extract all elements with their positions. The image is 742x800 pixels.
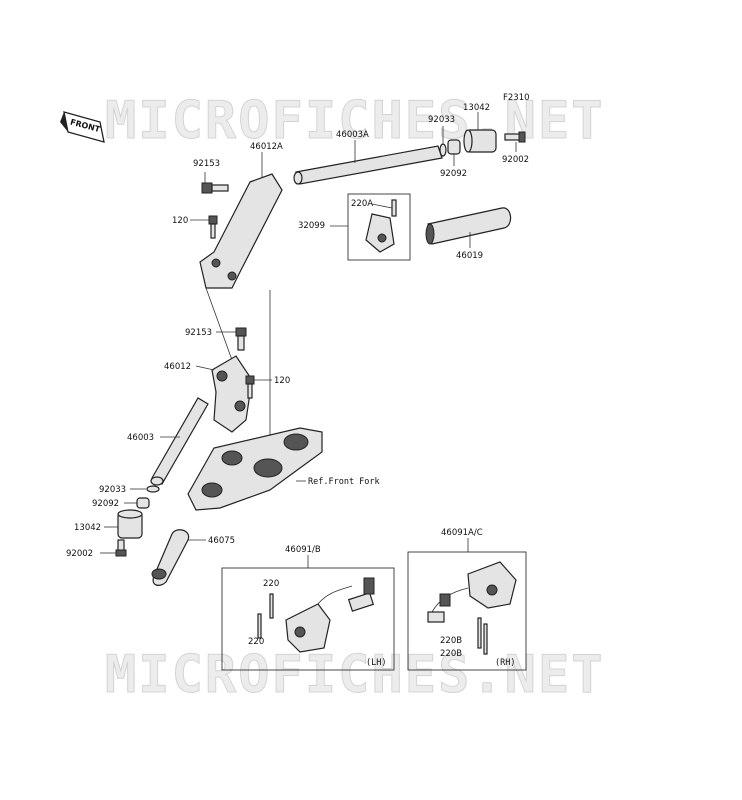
- screw-92002-low: [100, 539, 127, 557]
- bolt-120-top: [190, 215, 218, 239]
- label-13042-low: 13042: [74, 523, 101, 533]
- weight-13042-low: [104, 509, 143, 539]
- handlebar-tube-lower: [150, 397, 209, 486]
- label-lh: (LH): [366, 658, 386, 668]
- label-92092-top: 92092: [440, 169, 467, 179]
- bolt-120-mid: [245, 375, 272, 399]
- label-120-top: 120: [172, 216, 188, 226]
- upper-triple-clamp: [187, 427, 323, 511]
- rh-switch-housing: [427, 561, 517, 623]
- label-220A: 220A: [351, 199, 373, 209]
- figure-code: F2310: [503, 93, 530, 103]
- label-92002-top: 92002: [502, 155, 529, 165]
- label-ref-front-fork: Ref.Front Fork: [308, 477, 380, 487]
- spacer-92092-low: [136, 497, 150, 509]
- screw-220B-rh: [477, 617, 488, 655]
- label-220B-a: 220B: [440, 636, 462, 646]
- housing-32099: [365, 199, 397, 253]
- label-220-a: 220: [263, 579, 279, 589]
- weight-13042-top: [463, 112, 497, 153]
- screw-220-lh: [257, 593, 274, 639]
- bolt-92153-mid: [216, 327, 247, 351]
- front-arrow-icon: FRONT: [60, 111, 105, 143]
- bolt-92153-top: [201, 172, 229, 194]
- rh-switch-box: [407, 551, 527, 671]
- label-220-b: 220: [248, 637, 264, 647]
- handlebar-tube-upper: [293, 140, 443, 185]
- label-32099: 32099: [298, 221, 325, 231]
- ref-line-diagonal: [205, 287, 233, 361]
- label-46003A: 46003A: [336, 130, 369, 140]
- label-46075: 46075: [208, 536, 235, 546]
- label-220B-b: 220B: [440, 649, 462, 659]
- label-13042-top: 13042: [463, 103, 490, 113]
- spacer-92092-top: [447, 139, 461, 155]
- handlebar-clamp-46012: [195, 355, 253, 433]
- label-46012A: 46012A: [250, 142, 283, 152]
- watermark-top: MICROFICHES.NET: [105, 91, 605, 151]
- label-rh: (RH): [495, 658, 515, 668]
- screw-92002-top: [504, 131, 526, 152]
- label-92033-top: 92033: [428, 115, 455, 125]
- watermark-bottom: MICROFICHES.NET: [105, 645, 605, 705]
- housing-box-32099: [347, 193, 411, 261]
- label-46003: 46003: [127, 433, 154, 443]
- lh-switch-housing: [285, 577, 375, 653]
- label-92092-low: 92092: [92, 499, 119, 509]
- label-92002-low: 92002: [66, 549, 93, 559]
- ring-92033-top: [439, 143, 447, 157]
- handlebar-bracket-upper: [199, 152, 283, 289]
- label-92153-mid: 92153: [185, 328, 212, 338]
- label-46012: 46012: [164, 362, 191, 372]
- label-120-mid: 120: [274, 376, 290, 386]
- ring-92033-low: [146, 485, 160, 493]
- label-46019: 46019: [456, 251, 483, 261]
- grip-46075: [151, 529, 206, 586]
- label-46091AC: 46091A/C: [441, 528, 483, 538]
- label-92033-low: 92033: [99, 485, 126, 495]
- label-92153-top: 92153: [193, 159, 220, 169]
- label-46091B: 46091/B: [285, 545, 321, 555]
- grip-46019: [425, 207, 512, 248]
